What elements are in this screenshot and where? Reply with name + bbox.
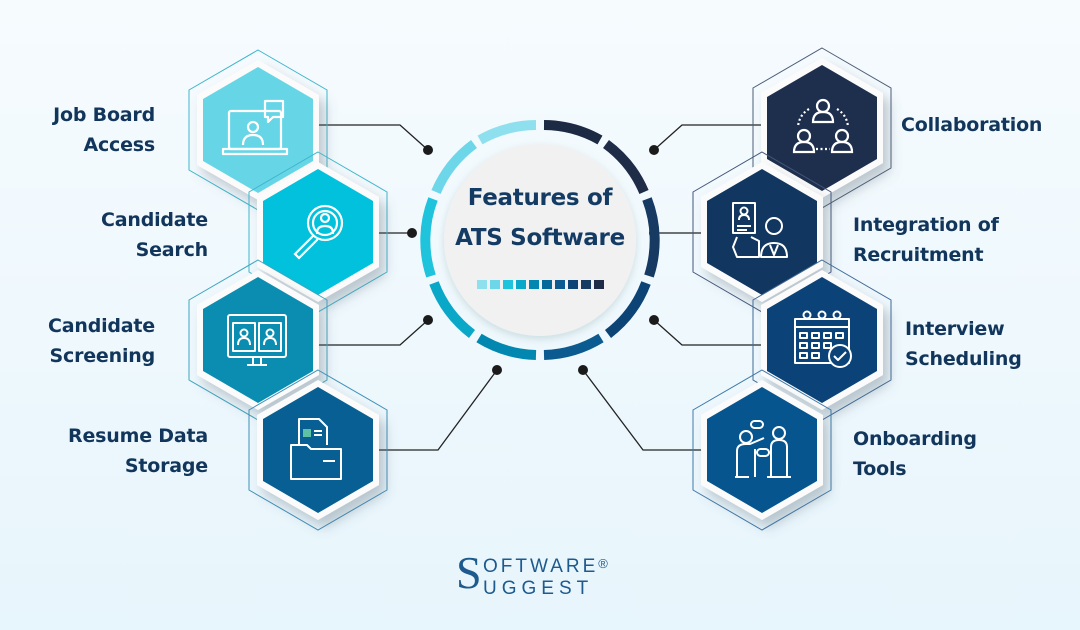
folder-resume-icon	[290, 418, 342, 480]
hex-candidate-search	[233, 147, 403, 317]
label-line: Job Board	[53, 104, 155, 126]
hex-resume-data-storage	[233, 365, 403, 535]
logo-text-oftware: OFTWARE	[483, 556, 599, 577]
swatch	[542, 280, 552, 289]
swatch	[490, 280, 500, 289]
label-line: Candidate	[101, 209, 208, 231]
label-line: Screening	[49, 345, 156, 367]
magnifier-candidate-icon	[293, 204, 344, 260]
label-line: Integration of	[853, 214, 999, 236]
swatch	[516, 280, 526, 289]
label-collaboration: Collaboration	[901, 110, 1076, 140]
swatch	[594, 280, 604, 289]
swatch	[503, 280, 513, 289]
label-line: Scheduling	[905, 348, 1022, 370]
swatch	[581, 280, 591, 289]
laptop-video-chat-icon	[221, 99, 289, 156]
logo-initial: S	[456, 547, 482, 598]
hex-integration-of-recruitment	[677, 147, 847, 317]
label-candidate-search: Candidate Search	[0, 205, 208, 265]
color-swatch-strip	[477, 280, 604, 289]
label-line: Storage	[124, 455, 208, 477]
label-line: Tools	[853, 458, 907, 480]
label-line: Onboarding	[853, 428, 977, 450]
recruiter-resume-icon	[732, 202, 788, 258]
label-integration-of-recruitment: Integration of Recruitment	[853, 210, 1073, 270]
hex-interview-scheduling	[737, 255, 907, 425]
label-line: Recruitment	[853, 244, 984, 266]
logo-line-1: OFTWARE®	[483, 556, 608, 578]
people-onboarding-icon	[735, 420, 791, 478]
label-onboarding-tools: Onboarding Tools	[853, 424, 1028, 484]
label-line: Candidate	[48, 315, 155, 337]
swatch	[568, 280, 578, 289]
label-line: Access	[83, 134, 155, 156]
swatch	[555, 280, 565, 289]
swatch	[529, 280, 539, 289]
label-resume-data-storage: Resume Data Storage	[0, 421, 208, 481]
title-line-2: ATS Software	[455, 225, 625, 251]
hex-collaboration	[737, 43, 907, 213]
logo-line-2: UGGEST	[483, 578, 594, 599]
monitor-profiles-icon	[227, 314, 287, 366]
title-line-1: Features of	[467, 185, 613, 211]
registered-mark: ®	[598, 556, 608, 571]
label-job-board-access: Job Board Access	[0, 100, 155, 160]
center-title: Features of ATS Software	[448, 178, 632, 258]
calendar-check-icon	[794, 310, 852, 368]
label-line: Resume Data	[68, 425, 208, 447]
label-line: Interview	[905, 318, 1005, 340]
label-line: Search	[135, 239, 209, 261]
swatch	[477, 280, 487, 289]
softwaresuggest-logo: S OFTWARE® UGGEST	[456, 547, 636, 610]
label-candidate-screening: Candidate Screening	[0, 311, 155, 371]
label-line: Collaboration	[901, 114, 1043, 136]
hex-candidate-screening	[173, 255, 343, 425]
team-collaboration-icon	[792, 98, 854, 154]
hex-onboarding-tools	[677, 365, 847, 535]
label-interview-scheduling: Interview Scheduling	[905, 314, 1080, 374]
